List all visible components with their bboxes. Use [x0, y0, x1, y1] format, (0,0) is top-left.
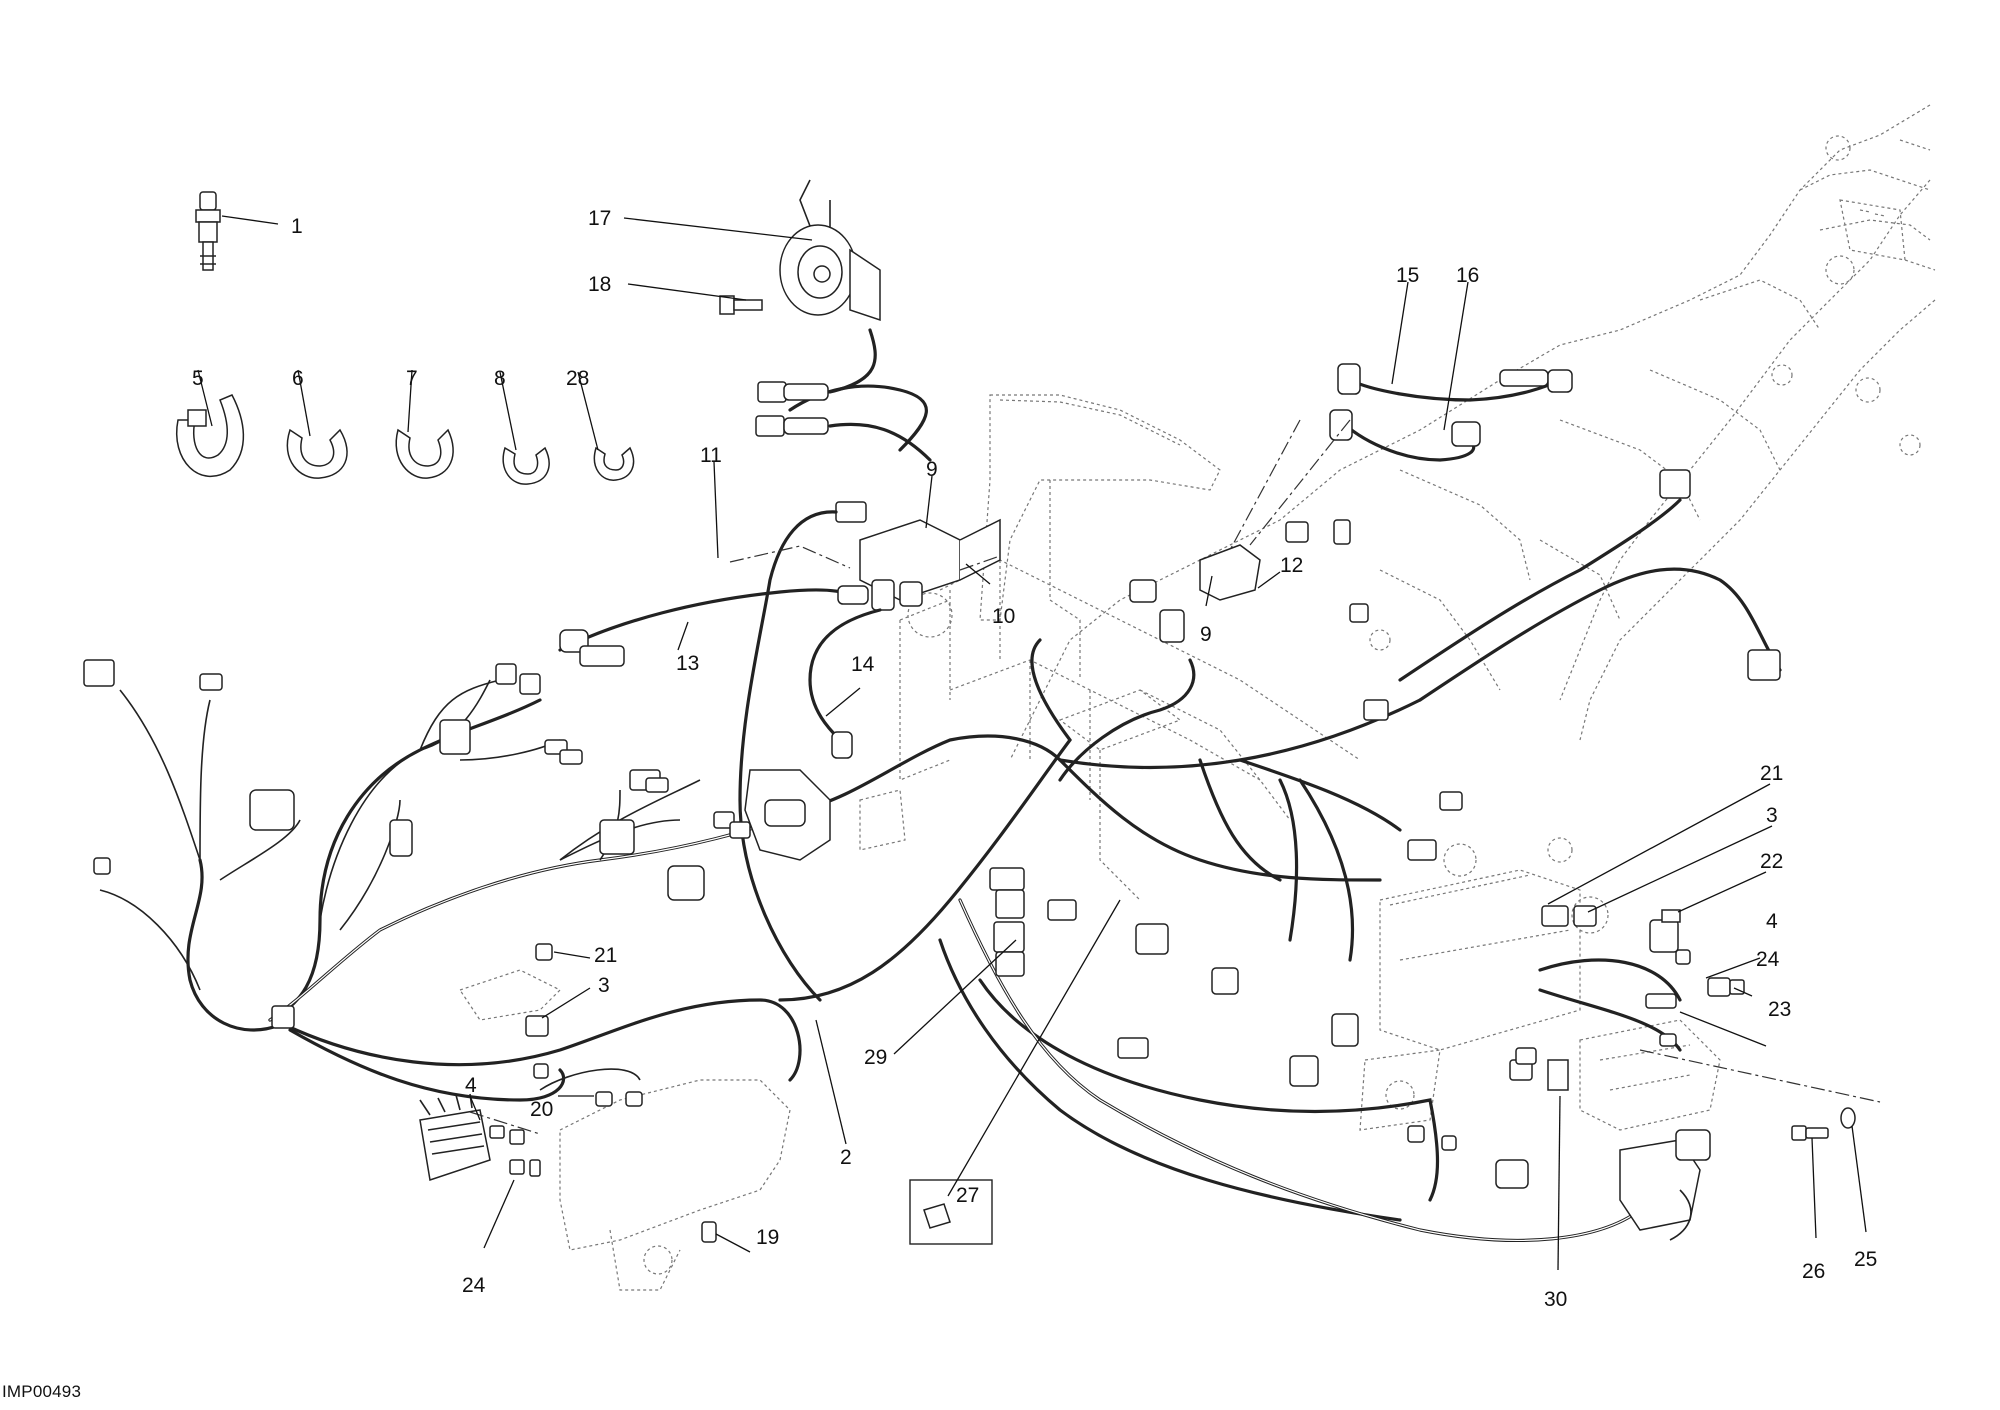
- callout-labels: 1 17 18 5 6 7 8 28 11 9 10 13 14 15 16 1…: [192, 207, 1877, 1311]
- callout-20: 20: [530, 1098, 553, 1121]
- coil-lead-14: [808, 608, 882, 759]
- ignition-coil-front: [859, 518, 1001, 611]
- callout-8: 8: [494, 367, 506, 390]
- leader-lines: [197, 215, 1867, 1271]
- spark-plug-leads: [558, 363, 1573, 667]
- callout-25: 25: [1854, 1248, 1877, 1271]
- left-connectors: [83, 659, 751, 1029]
- main-wiring-harness: [186, 498, 1782, 1242]
- part-19: [701, 1221, 717, 1243]
- left-relays: [459, 943, 562, 1079]
- callout-27: 27: [956, 1184, 979, 1207]
- callout-11: 11: [700, 444, 722, 467]
- callout-3b: 3: [598, 974, 610, 997]
- callout-26: 26: [1802, 1260, 1825, 1283]
- fuse-box-left: [419, 1093, 525, 1181]
- horn-part: [779, 179, 881, 322]
- callout-28: 28: [566, 367, 589, 390]
- callout-21b: 21: [594, 944, 617, 967]
- callout-18: 18: [588, 273, 611, 296]
- callout-4a: 4: [1766, 910, 1778, 933]
- callout-15: 15: [1396, 264, 1419, 287]
- connector-20: [539, 1068, 643, 1107]
- callout-10: 10: [992, 605, 1015, 628]
- callout-17: 17: [588, 207, 611, 230]
- ignition-coil-rear: [1199, 544, 1261, 601]
- neutral-switch-part: [195, 191, 221, 271]
- callout-12: 12: [1280, 554, 1303, 577]
- callout-23: 23: [1768, 998, 1791, 1021]
- callout-9a: 9: [926, 458, 938, 481]
- callout-6: 6: [292, 367, 304, 390]
- callout-1: 1: [291, 215, 303, 238]
- callout-21a: 21: [1760, 762, 1783, 785]
- callout-24a: 24: [1756, 948, 1780, 971]
- callout-9b: 9: [1200, 623, 1212, 646]
- assembly-lines: [469, 419, 1881, 1135]
- inset-box-27: [909, 1179, 993, 1245]
- drawing-code: IMP00493: [2, 1382, 82, 1401]
- callout-19: 19: [756, 1226, 779, 1249]
- callout-16: 16: [1456, 264, 1479, 287]
- relays-29: [989, 867, 1077, 977]
- callout-5: 5: [192, 367, 204, 390]
- battery-and-ecu: [1359, 869, 1721, 1131]
- parts-and-connectors: [83, 179, 1856, 1245]
- callout-7: 7: [406, 367, 418, 390]
- callout-29: 29: [864, 1046, 887, 1069]
- callout-3a: 3: [1766, 804, 1778, 827]
- callout-22: 22: [1760, 850, 1783, 873]
- screw-26-washer-25: [1791, 1107, 1856, 1141]
- cable-ties: [175, 394, 635, 485]
- top-connectors: [738, 328, 932, 1002]
- callout-14: 14: [851, 653, 875, 676]
- headlight-connector: [744, 769, 831, 861]
- bottom-right-connectors: [1407, 1125, 1711, 1241]
- callout-30: 30: [1544, 1288, 1567, 1311]
- callout-24b: 24: [462, 1274, 486, 1297]
- tail-light-unit: [559, 1079, 791, 1291]
- center-connectors: [1117, 469, 1781, 1087]
- fuses-24-left: [509, 1159, 541, 1177]
- horn-screw-part: [719, 295, 763, 315]
- callout-13: 13: [676, 652, 699, 675]
- instrument-bracket: [979, 394, 1221, 680]
- callout-4b: 4: [465, 1074, 477, 1097]
- callout-2: 2: [840, 1146, 852, 1169]
